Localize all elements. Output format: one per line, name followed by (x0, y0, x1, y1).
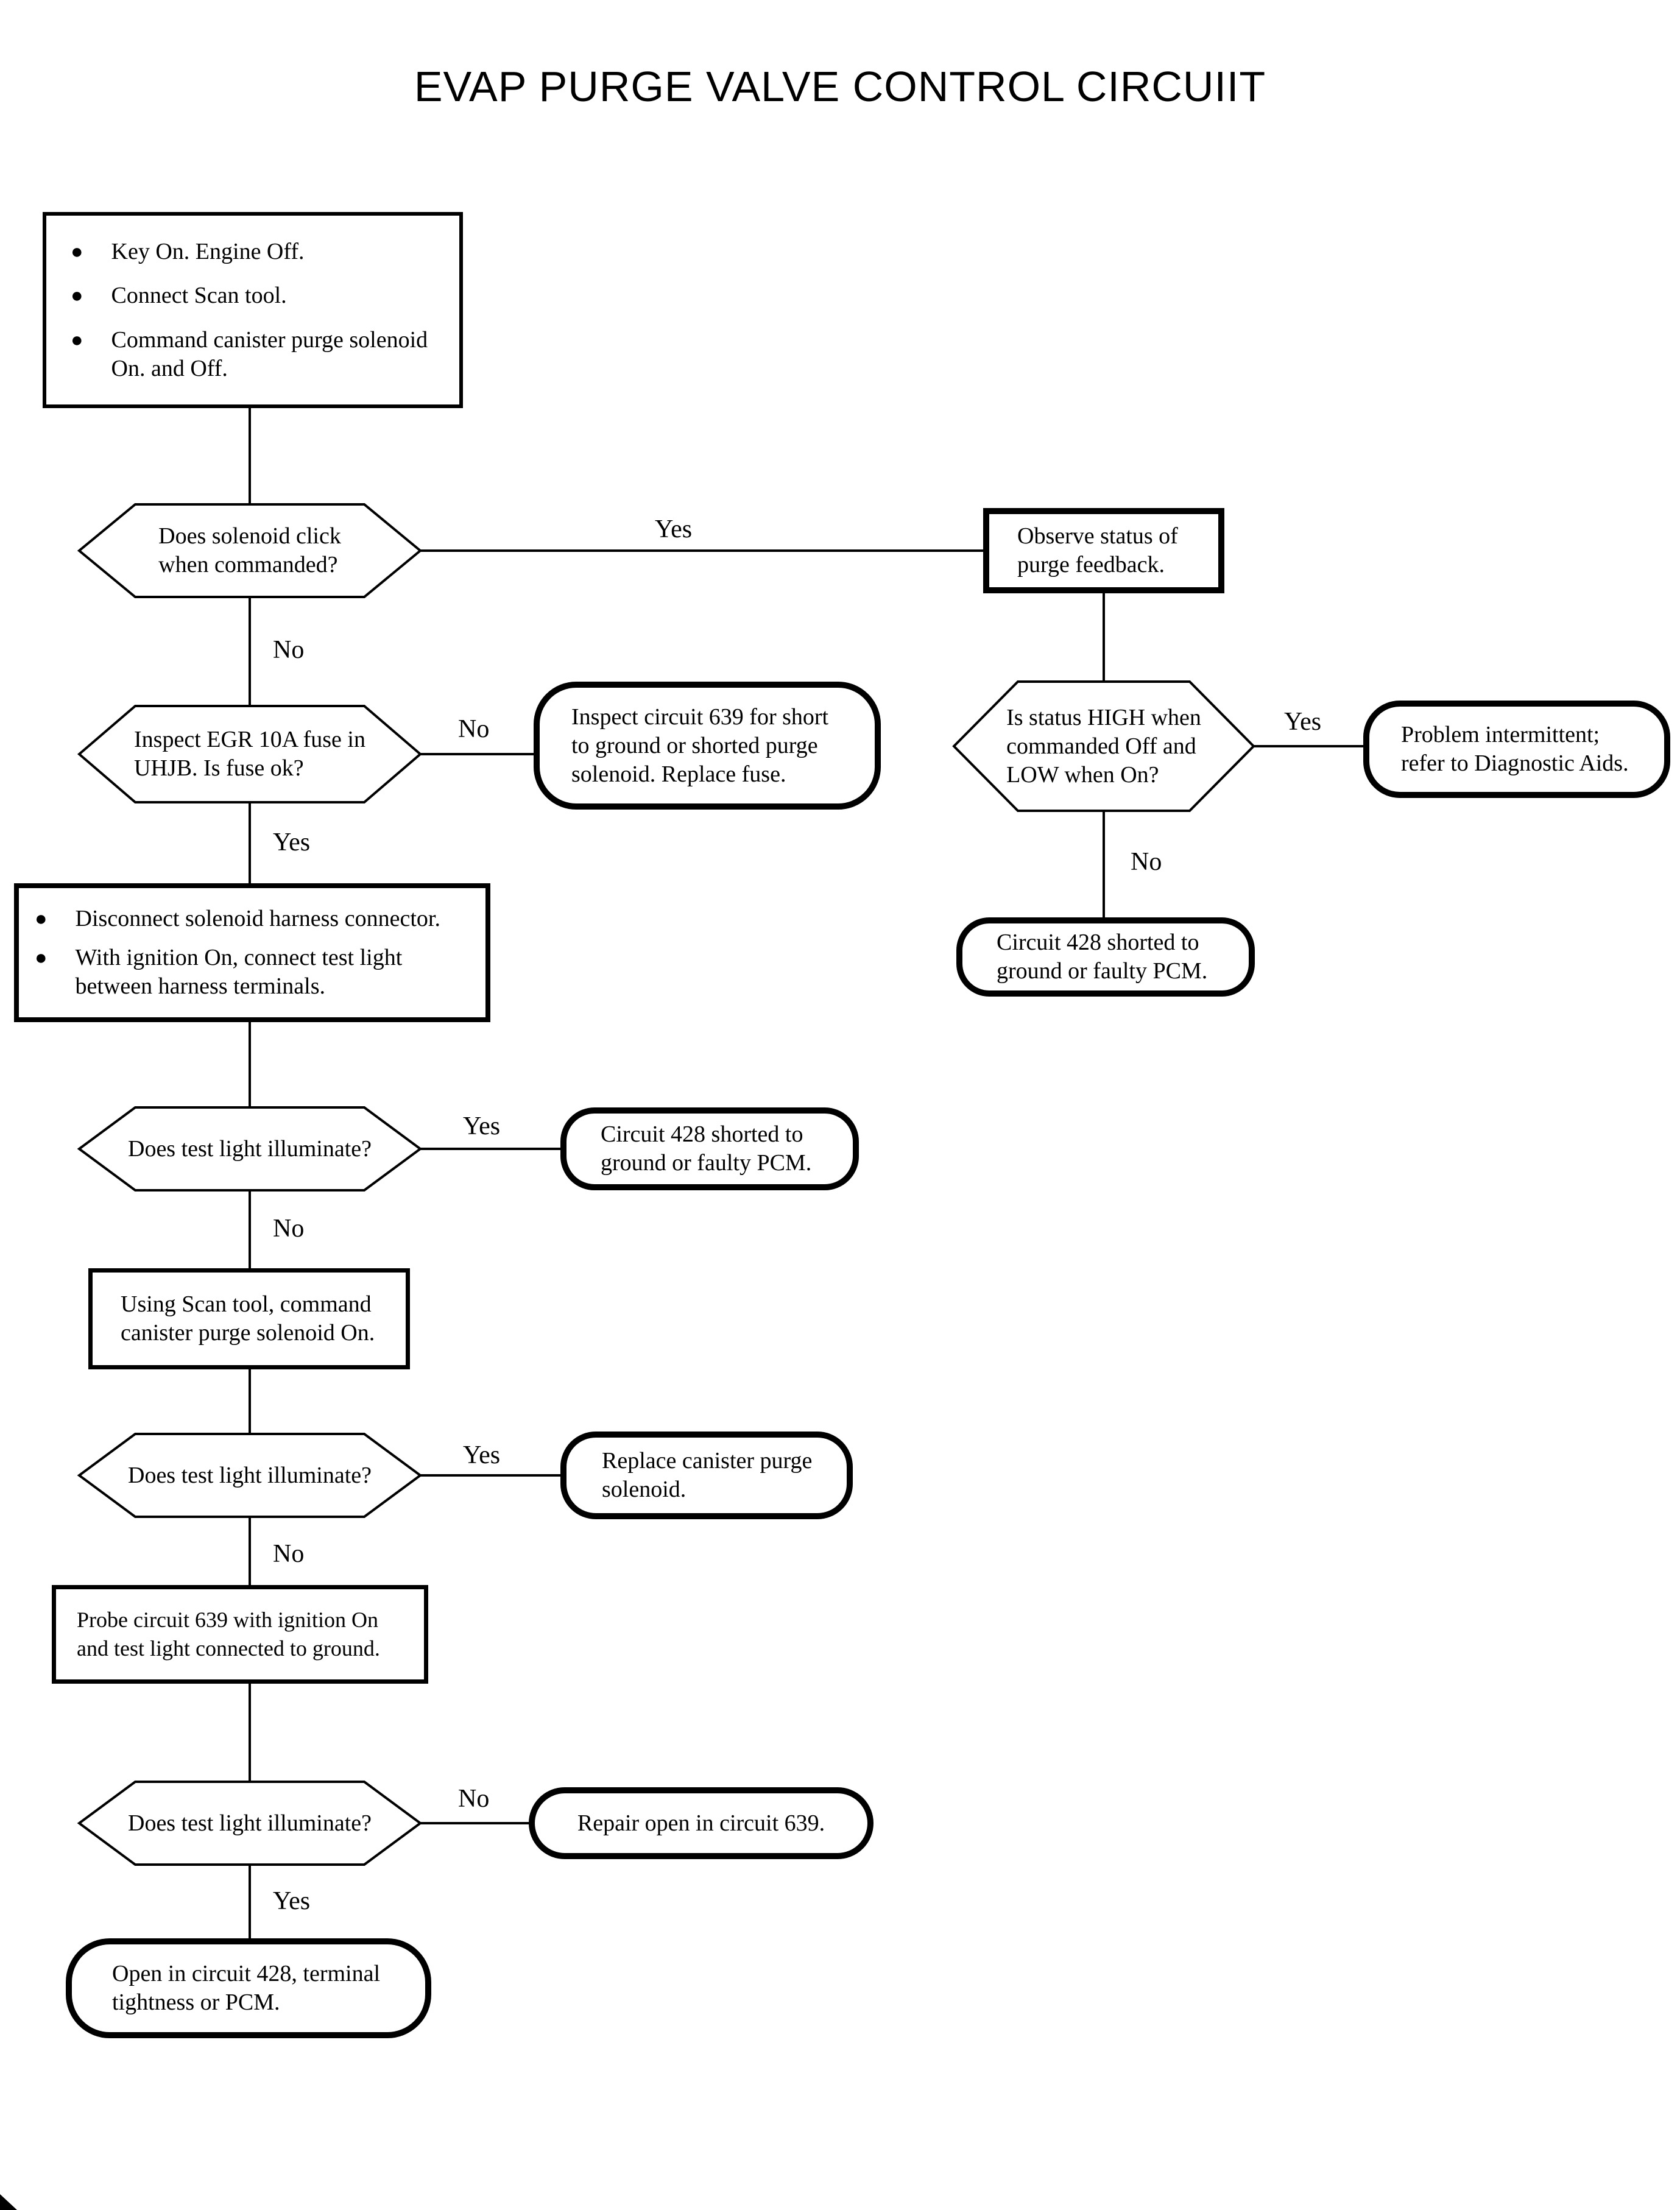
step-text-line: With ignition On, connect test light (75, 945, 403, 970)
step-text-line: Command canister purge solenoid (111, 327, 428, 353)
edge-label-yes: Yes (273, 1887, 311, 1915)
node-text-line: Circuit 428 shorted to (997, 930, 1199, 955)
node-text-line: ground or faulty PCM. (601, 1150, 812, 1176)
list-item: ● Command canister purge solenoid On. an… (62, 326, 428, 383)
result-open-circuit-428: Open in circuit 428, terminal tightness … (66, 1938, 431, 2038)
node-text-line: Open in circuit 428, terminal (112, 1961, 381, 1986)
list-item: ● Disconnect solenoid harness connector. (35, 905, 440, 933)
node-text-line: solenoid. (602, 1477, 686, 1502)
prep-step-box: ● Disconnect solenoid harness connector.… (14, 883, 490, 1022)
start-step-box: ● Key On. Engine Off. ● Connect Scan too… (43, 212, 463, 408)
edge-label-no: No (273, 636, 305, 664)
step-text-line: Using Scan tool, command (121, 1291, 372, 1317)
decision-solenoid-click-shape (77, 503, 423, 598)
node-text-line: tightness or PCM. (112, 1989, 280, 2015)
decision-egr-fuse-shape (77, 705, 423, 803)
result-circuit-428-shorted-right: Circuit 428 shorted to ground or faulty … (956, 917, 1255, 997)
step-text-line: canister purge solenoid On. (121, 1320, 375, 1346)
result-repair-open-639: Repair open in circuit 639. (529, 1787, 874, 1859)
edge-label-no: No (458, 715, 490, 743)
edge-label-yes: Yes (1284, 708, 1322, 736)
scan-command-step-box: Using Scan tool, command canister purge … (88, 1268, 410, 1369)
decision-status-high-low-shape (952, 680, 1255, 812)
step-text-line: Key On. Engine Off. (111, 238, 305, 264)
step-text-line: Probe circuit 639 with ignition On (77, 1608, 378, 1632)
decision-test-light-2-shape (77, 1433, 423, 1518)
bullet-icon: ● (35, 947, 48, 969)
edge-label-yes: Yes (273, 828, 311, 856)
result-problem-intermittent: Problem intermittent; refer to Diagnosti… (1363, 701, 1670, 798)
edge-label-yes: Yes (463, 1441, 501, 1469)
edge-label-no: No (1131, 848, 1162, 876)
edge-label-no: No (273, 1215, 305, 1243)
step-text-line: On. and Off. (111, 355, 228, 381)
step-text-line: and test light connected to ground. (77, 1636, 380, 1661)
result-circuit-428-shorted-left: Circuit 428 shorted to ground or faulty … (560, 1107, 859, 1190)
node-text-line: Inspect circuit 639 for short (571, 704, 829, 730)
list-item: ● Connect Scan tool. (62, 281, 287, 310)
node-text-line: Observe status of (1017, 523, 1178, 549)
list-item: ● With ignition On, connect test light b… (35, 944, 402, 1001)
node-text-line: refer to Diagnostic Aids. (1401, 750, 1629, 776)
node-text-line: ground or faulty PCM. (997, 958, 1208, 984)
probe-circuit-step-box: Probe circuit 639 with ignition On and t… (52, 1585, 428, 1684)
result-inspect-circuit-639: Inspect circuit 639 for short to ground … (534, 682, 881, 810)
edge-label-yes: Yes (655, 515, 693, 543)
node-text-line: solenoid. Replace fuse. (571, 761, 786, 787)
node-text-line: Repair open in circuit 639. (577, 1810, 825, 1836)
decision-test-light-3-shape (77, 1781, 423, 1866)
node-text-line: Replace canister purge (602, 1448, 813, 1474)
decision-test-light-1-shape (77, 1106, 423, 1191)
list-item: ● Key On. Engine Off. (62, 238, 305, 266)
bullet-icon: ● (71, 284, 83, 307)
edge-label-no: No (458, 1785, 490, 1813)
step-text-line: Connect Scan tool. (111, 283, 287, 308)
node-text-line: Circuit 428 shorted to (601, 1121, 803, 1147)
page-title: EVAP PURGE VALVE CONTROL CIRCUIIT (414, 63, 1266, 110)
node-text-line: Problem intermittent; (1401, 722, 1600, 747)
step-text-line: Disconnect solenoid harness connector. (75, 906, 440, 931)
node-text-line: to ground or shorted purge (571, 732, 818, 758)
edge-label-yes: Yes (463, 1112, 501, 1140)
bullet-icon: ● (71, 240, 83, 263)
bullet-icon: ● (71, 328, 83, 351)
result-replace-solenoid: Replace canister purge solenoid. (560, 1432, 853, 1519)
edge-label-no: No (273, 1540, 305, 1568)
node-text-line: purge feedback. (1017, 552, 1165, 577)
bullet-icon: ● (35, 908, 48, 930)
result-observe-status: Observe status of purge feedback. (983, 508, 1224, 593)
step-text-line: between harness terminals. (75, 973, 326, 999)
